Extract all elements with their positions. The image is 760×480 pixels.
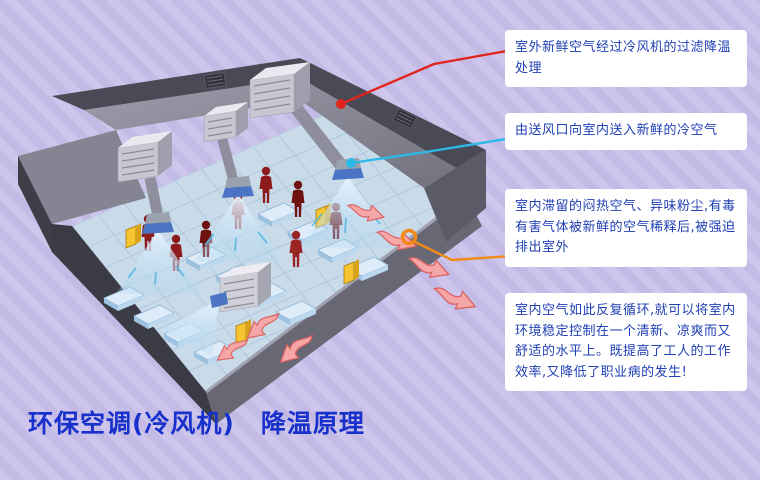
- leader-line-fresh-air: [339, 48, 514, 106]
- roof-left: [18, 130, 146, 224]
- left-wall: [18, 156, 52, 252]
- callout-fresh-air: 室外新鲜空气经过冷风机的过滤降温处理: [505, 30, 747, 88]
- leader-lines: [336, 48, 514, 262]
- roof-parapet: [52, 58, 486, 168]
- air-diffuser-icon: [142, 158, 364, 308]
- roof-vent-icon: [203, 71, 227, 90]
- callout-fresh-air-text: 室外新鲜空气经过冷风机的过滤降温处理: [515, 40, 732, 76]
- leader-line-exhaust: [413, 240, 514, 262]
- roof-right: [424, 150, 486, 242]
- callout-circulation: 室内空气如此反复循环,就可以将室内环境稳定控制在一个清新、凉爽而又舒适的水平上。…: [505, 293, 747, 392]
- roof-structure: [18, 58, 486, 252]
- callout-supply-air: 由送风口向室内送入新鲜的冷空气: [505, 113, 747, 150]
- front-wall-edge: [205, 194, 467, 394]
- callout-exhaust-air-text: 室内滞留的闷热空气、异味粉尘,有毒有害气体被新鲜的空气稀释后,被强迫排出室外: [515, 199, 736, 256]
- front-right-wall: [206, 196, 482, 424]
- callout-circulation-text: 室内空气如此反复循环,就可以将室内环境稳定控制在一个清新、凉爽而又舒适的水平上。…: [515, 303, 736, 380]
- callout-supply-air-text: 由送风口向室内送入新鲜的冷空气: [515, 123, 718, 138]
- cool-air-cones: [116, 176, 396, 356]
- cooler-unit-icon: [219, 262, 271, 313]
- front-left-wall: [52, 224, 216, 424]
- roof-vent-icon: [392, 107, 418, 130]
- cooler-unit-icon: [249, 62, 310, 119]
- page-title: 环保空调(冷风机) 降温原理: [28, 409, 365, 438]
- marker-fresh-air-dot: [336, 99, 346, 109]
- leader-line-supply-air: [349, 136, 514, 165]
- cooler-unit-icon: [117, 131, 172, 183]
- airflow-streaks: [127, 211, 381, 285]
- cooler-unit-icon: [203, 102, 248, 143]
- exhaust-arrow-icon: [429, 280, 480, 317]
- marker-supply-air-dot: [346, 158, 356, 168]
- roof-band: [84, 78, 456, 188]
- callout-exhaust-air: 室内滞留的闷热空气、异味粉尘,有毒有害气体被新鲜的空气稀释后,被强迫排出室外: [505, 189, 747, 267]
- marker-exhaust-ring: [400, 228, 418, 246]
